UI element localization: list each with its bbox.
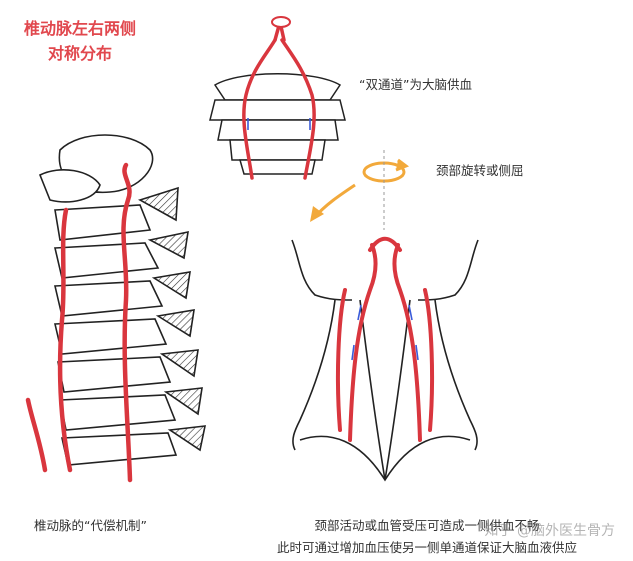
main-title-line1: 椎动脉左右两侧 [23,19,136,38]
rotation-label: 颈部旋转或侧屈 [436,163,524,178]
caption-left: 椎动脉的“代偿机制” [34,518,147,533]
vertebral-artery-left [25,162,133,483]
main-title: 椎动脉左右两侧 对称分布 [10,16,150,66]
dual-channel-label: “双通道”为大脑供血 [359,77,472,92]
main-title-line2: 对称分布 [47,44,112,63]
caption-right: 颈部活动或血管受压可造成一侧供血不畅 此时可通过增加血压使另一侧单通道保证大脑血… [232,515,622,559]
artery-top-cap [271,16,291,28]
flow-arrows [247,118,419,361]
rotation-icon [362,158,410,183]
cervical-spine-lateral [38,134,207,466]
vertebrae-front-view [209,73,346,175]
caption-right-line1: 颈部活动或血管受压可造成一侧供血不畅 [314,518,540,533]
caption-right-line2: 此时可通过增加血压使另一侧单通道保证大脑血液供应 [276,540,577,555]
neck-arteries [335,236,435,442]
neck-front-view [291,239,479,482]
turn-arrowhead-icon [310,206,324,222]
